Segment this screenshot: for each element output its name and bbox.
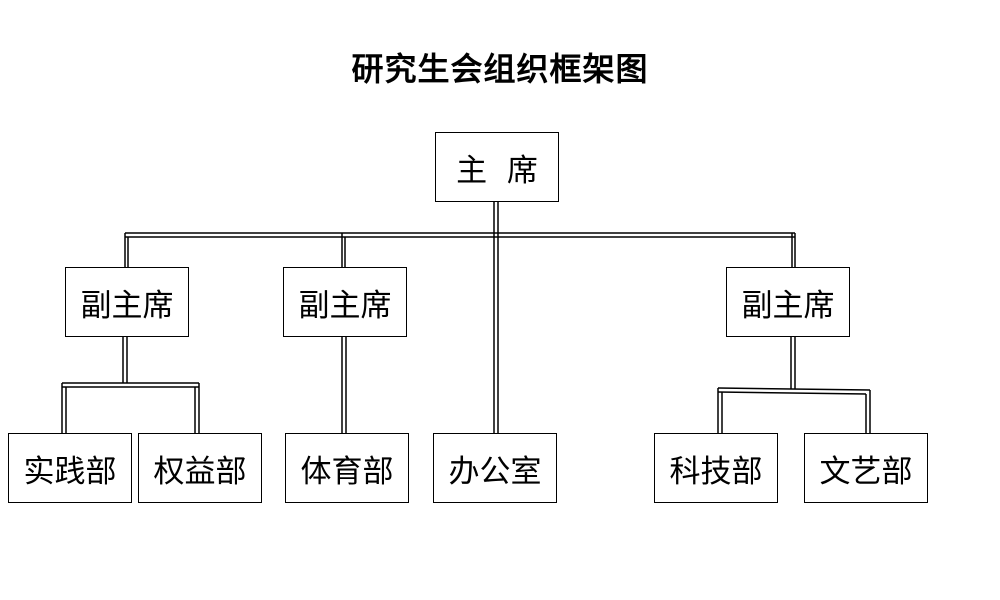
node-vice-chair-2: 副主席: [283, 267, 407, 337]
diagram-title: 研究生会组织框架图: [351, 50, 649, 88]
node-vice-chair-1: 副主席: [65, 267, 189, 337]
node-dept-office: 办公室: [433, 433, 557, 503]
node-dept-sports: 体育部: [285, 433, 409, 503]
node-dept-arts: 文艺部: [804, 433, 928, 503]
connector-vc3-bar-b: [717, 391, 867, 395]
node-dept-practice: 实践部: [8, 433, 132, 503]
node-dept-technology: 科技部: [654, 433, 778, 503]
node-dept-rights: 权益部: [138, 433, 262, 503]
connector-vc3-bar: [717, 387, 871, 391]
node-vice-chair-3: 副主席: [726, 267, 850, 337]
node-chairman: 主 席: [435, 132, 559, 202]
